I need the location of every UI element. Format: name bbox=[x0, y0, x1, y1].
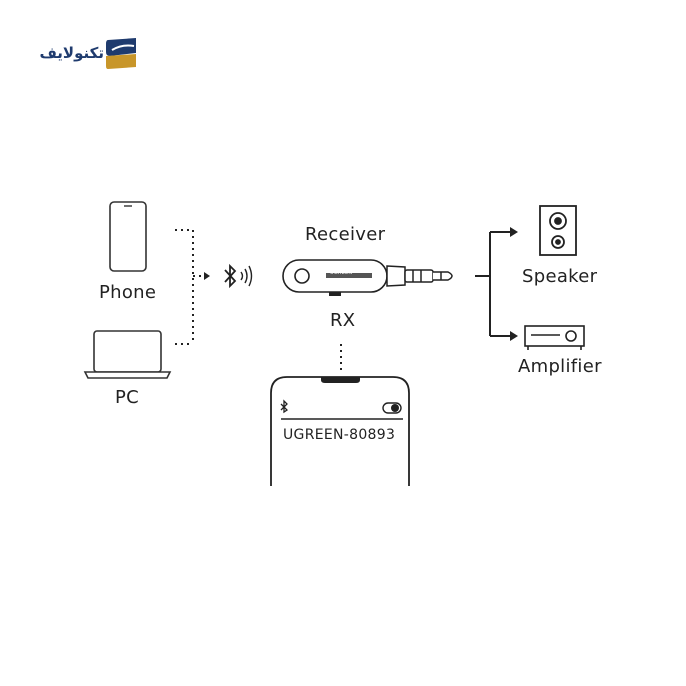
brand-name: تکنولایف bbox=[39, 44, 104, 62]
brand-logo bbox=[40, 36, 140, 70]
audio-jack-icon bbox=[386, 265, 453, 287]
amplifier-label: Amplifier bbox=[518, 356, 602, 377]
toggle-icon bbox=[382, 402, 402, 414]
signal-waves-icon bbox=[240, 265, 253, 287]
pc-label: PC bbox=[115, 387, 140, 408]
bluetooth-icon bbox=[224, 263, 237, 289]
connector-arrowhead bbox=[204, 272, 210, 280]
receiver-brand-label: UGREEN bbox=[330, 270, 353, 276]
speaker-icon bbox=[539, 205, 577, 256]
output-connector bbox=[475, 231, 512, 337]
smartphone-screen-icon bbox=[270, 376, 410, 486]
phone-icon bbox=[109, 201, 147, 272]
arrow-to-amplifier bbox=[510, 331, 518, 341]
receiver-label: Receiver bbox=[305, 224, 386, 245]
speaker-label: Speaker bbox=[522, 266, 598, 287]
bluetooth-small-icon bbox=[280, 399, 289, 414]
phone-label: Phone bbox=[99, 282, 157, 303]
amplifier-icon bbox=[524, 325, 585, 350]
brand-logo-mark bbox=[106, 38, 136, 69]
rx-label: RX bbox=[330, 310, 356, 331]
arrow-to-speaker bbox=[510, 227, 518, 237]
laptop-icon bbox=[83, 330, 172, 379]
source-connector bbox=[175, 229, 205, 345]
device-name-label: UGREEN-80893 bbox=[283, 427, 396, 443]
receiver-device-icon bbox=[282, 259, 388, 296]
